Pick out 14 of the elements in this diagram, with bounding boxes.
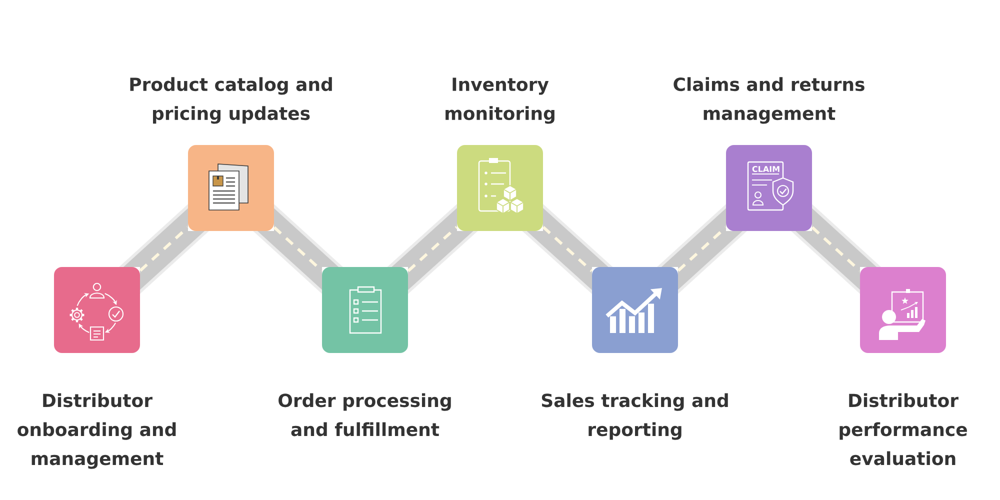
step-title: Order processing and fulfillment (278, 393, 451, 436)
step-title: Distributor onboarding and management (18, 393, 176, 469)
step-title: Product catalog and pricing updates (130, 77, 332, 124)
road (252, 204, 344, 294)
road (387, 204, 478, 294)
road (657, 204, 748, 294)
step-title: Inventory monitoring (446, 78, 554, 124)
step-title: Distributor performance evaluation (840, 393, 967, 466)
form-title: CLAIM (752, 166, 780, 172)
road (791, 204, 882, 294)
step-title: Claims and returns management (674, 77, 864, 124)
road (522, 204, 613, 294)
step-title: Sales tracking and reporting (542, 393, 728, 440)
road (118, 204, 210, 294)
